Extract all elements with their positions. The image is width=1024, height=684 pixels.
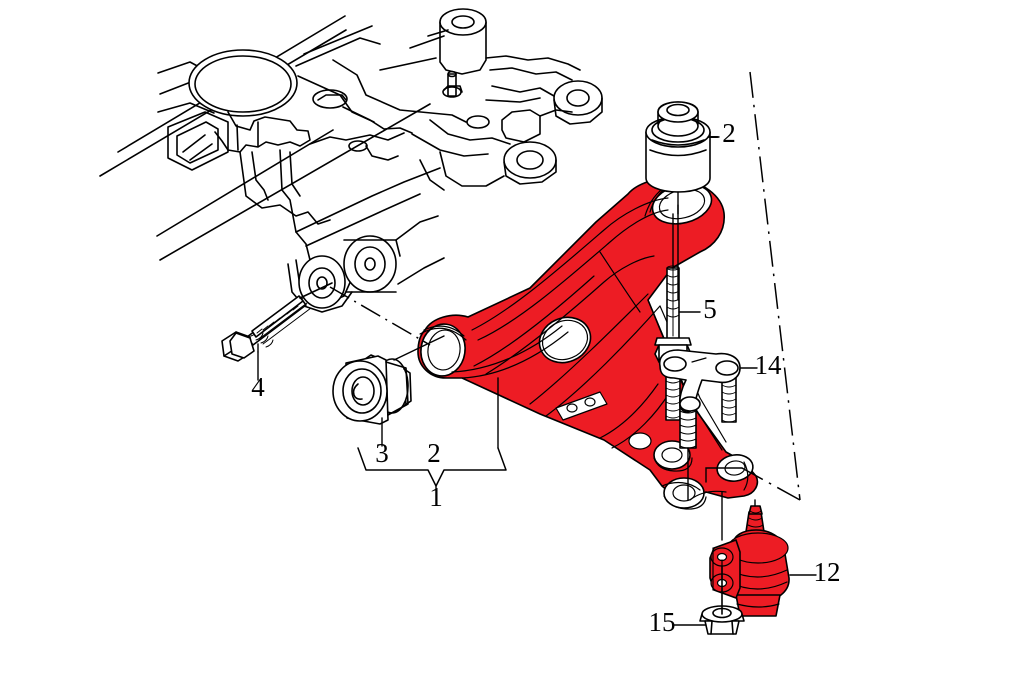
callout-numbers: 1 2 2 3 4 5 14 12 15 bbox=[251, 118, 840, 637]
bonded-rubber-bush-horizontal bbox=[332, 354, 412, 425]
callout-number-5: 5 bbox=[703, 294, 717, 324]
hex-flange-nut bbox=[699, 565, 745, 635]
front-subframe bbox=[99, 8, 603, 313]
callout-number-12: 12 bbox=[814, 557, 841, 587]
hex-flange-bolt-long bbox=[221, 282, 333, 362]
callout-number-3: 3 bbox=[375, 438, 389, 468]
callout-number-1: 1 bbox=[429, 482, 443, 512]
three-armed-clamp-plate bbox=[658, 349, 741, 449]
track-control-arm bbox=[417, 176, 759, 510]
callout-number-14: 14 bbox=[755, 350, 783, 380]
assembly-bracket bbox=[357, 377, 507, 491]
callout-number-15: 15 bbox=[649, 607, 676, 637]
callout-number-2-group: 2 bbox=[427, 438, 441, 468]
callout-number-4: 4 bbox=[251, 372, 265, 402]
callout-number-2-top: 2 bbox=[722, 118, 736, 148]
leader-lines bbox=[257, 71, 817, 626]
bonded-rubber-bush-vertical bbox=[645, 101, 711, 193]
